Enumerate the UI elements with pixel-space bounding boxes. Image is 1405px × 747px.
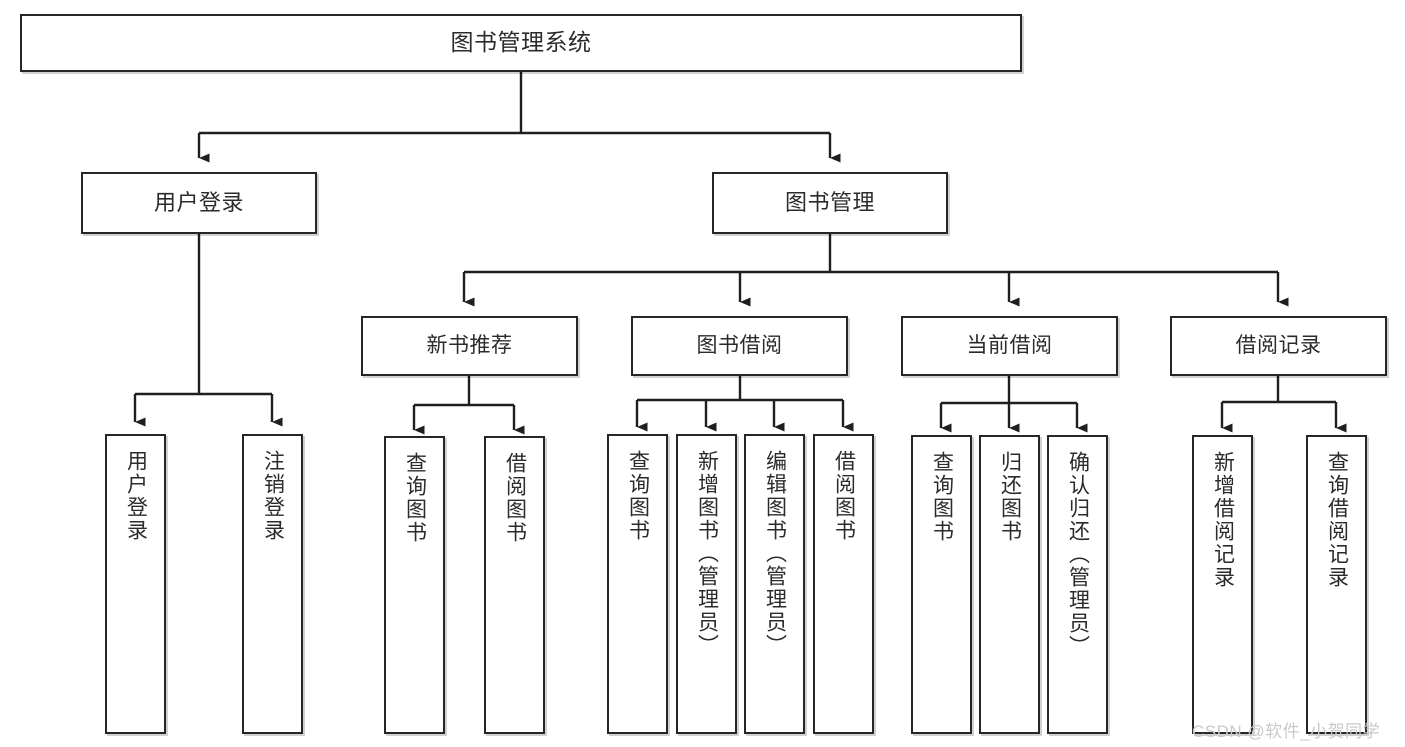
node-leaf-borrow-book-2[interactable]: 借阅图书 <box>813 434 874 734</box>
node-book-manage[interactable]: 图书管理 <box>712 172 948 234</box>
node-label: 查询图书 <box>626 450 650 542</box>
node-label: 用户登录 <box>124 450 148 542</box>
node-label: 图书管理 <box>784 190 875 216</box>
node-book-borrow[interactable]: 图书借阅 <box>631 316 848 376</box>
node-leaf-borrow-book-1[interactable]: 借阅图书 <box>484 436 545 734</box>
csdn-watermark: CSDN @软件_小贺同学 <box>1192 722 1381 741</box>
node-label: 确认归还（管理员） <box>1066 451 1090 658</box>
node-label: 新增图书（管理员） <box>695 450 719 657</box>
node-root-system[interactable]: 图书管理系统 <box>20 14 1022 72</box>
node-leaf-edit-book[interactable]: 编辑图书（管理员） <box>744 434 805 734</box>
node-label: 借阅图书 <box>503 452 527 544</box>
node-label: 图书借阅 <box>696 333 783 357</box>
node-leaf-query-book-2[interactable]: 查询图书 <box>607 434 668 734</box>
node-label: 图书管理系统 <box>450 29 592 56</box>
node-label: 用户登录 <box>153 190 244 216</box>
node-leaf-return-book[interactable]: 归还图书 <box>979 435 1040 734</box>
node-leaf-user-login[interactable]: 用户登录 <box>105 434 166 734</box>
node-leaf-confirm-return[interactable]: 确认归还（管理员） <box>1047 435 1108 734</box>
node-label: 查询借阅记录 <box>1325 451 1349 589</box>
node-leaf-logout[interactable]: 注销登录 <box>242 434 303 734</box>
node-leaf-add-book[interactable]: 新增图书（管理员） <box>676 434 737 734</box>
node-label: 新书推荐 <box>426 333 513 357</box>
node-leaf-add-record[interactable]: 新增借阅记录 <box>1192 435 1253 734</box>
node-current-borrow[interactable]: 当前借阅 <box>901 316 1118 376</box>
node-label: 查询图书 <box>930 451 954 543</box>
node-user-login[interactable]: 用户登录 <box>81 172 317 234</box>
node-leaf-query-book-1[interactable]: 查询图书 <box>384 436 445 734</box>
node-label: 编辑图书（管理员） <box>763 450 787 657</box>
node-label: 当前借阅 <box>966 333 1053 357</box>
node-label: 查询图书 <box>403 452 427 544</box>
node-leaf-query-book-3[interactable]: 查询图书 <box>911 435 972 734</box>
node-label: 归还图书 <box>998 451 1022 543</box>
node-label: 注销登录 <box>261 450 285 542</box>
node-label: 新增借阅记录 <box>1211 451 1235 589</box>
node-label: 借阅图书 <box>832 450 856 542</box>
node-label: 借阅记录 <box>1235 333 1322 357</box>
node-new-book-recommend[interactable]: 新书推荐 <box>361 316 578 376</box>
node-borrow-record[interactable]: 借阅记录 <box>1170 316 1387 376</box>
node-leaf-query-record[interactable]: 查询借阅记录 <box>1306 435 1367 734</box>
